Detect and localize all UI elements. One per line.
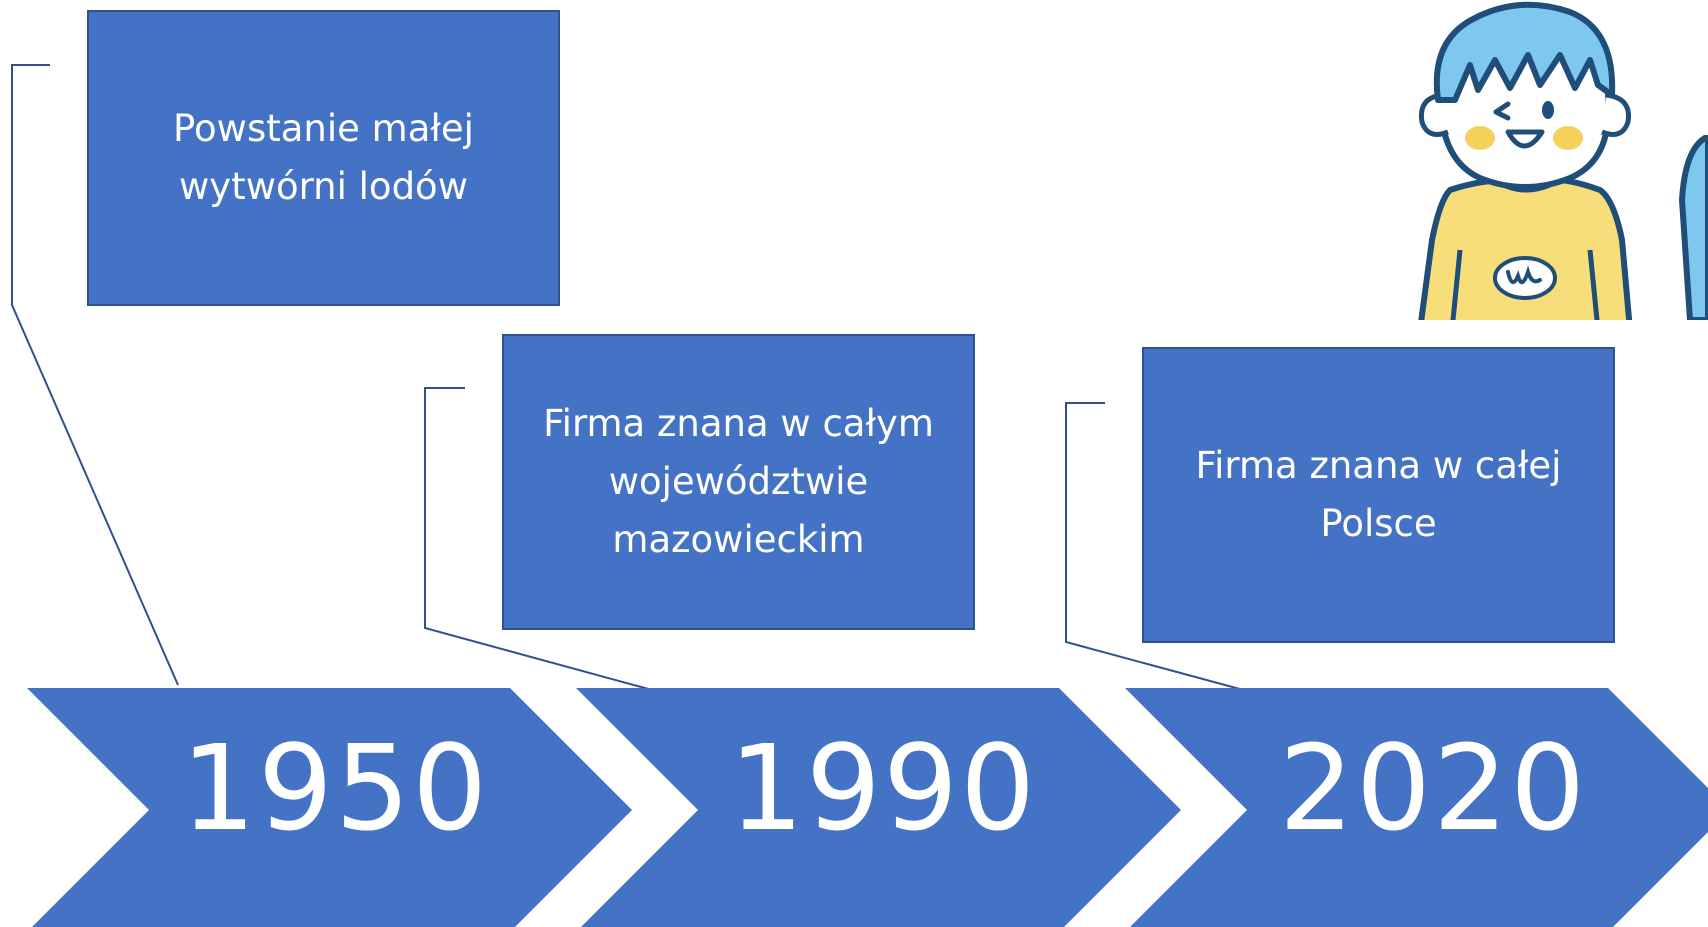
chevron-shape-2020 (1125, 688, 1708, 927)
event-text-line: mazowieckim (612, 518, 865, 561)
event-box-1950: Powstanie małej wytwórni lodów (87, 10, 560, 306)
cartoon-child-icon (1400, 0, 1708, 320)
event-box-1990: Firma znana w całym województwie mazowie… (502, 334, 975, 630)
chevron-shape-1990 (576, 688, 1181, 927)
event-text-line: Polsce (1320, 502, 1437, 545)
event-text-line: Powstanie małej (173, 107, 474, 150)
event-text-line: Firma znana w całej (1195, 444, 1562, 487)
event-text-line: Firma znana w całym (543, 402, 934, 445)
event-box-2020: Firma znana w całej Polsce (1142, 347, 1615, 643)
event-text-line: województwie (608, 460, 869, 503)
year-label-2020: 2020 (1278, 719, 1588, 857)
event-text-line: wytwórni lodów (179, 165, 468, 208)
chevron-shape-1950 (27, 688, 632, 927)
year-label-1990: 1990 (728, 719, 1038, 857)
year-label-1950: 1950 (180, 719, 490, 857)
